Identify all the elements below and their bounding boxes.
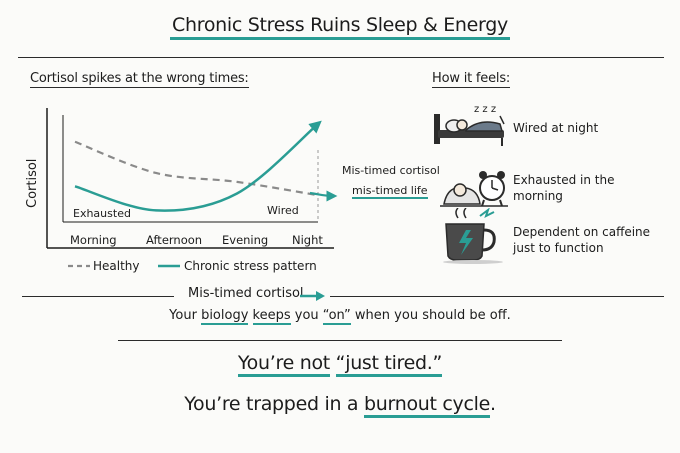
mid-divider-left — [22, 296, 174, 297]
alarm-clock-sleeper-icon — [440, 171, 508, 207]
callout-arrow — [309, 190, 338, 202]
svg-text:z z z: z z z — [474, 104, 496, 115]
feels-item-caffeine-dependence: Dependent on caffeine just to function — [513, 225, 651, 255]
x-tick-label: Morning — [70, 233, 117, 247]
coffee-mug-icon — [443, 208, 503, 264]
y-axis-label: Cortisol — [25, 158, 40, 208]
legend-healthy-label: Healthy — [93, 259, 140, 273]
stress-series-line — [74, 120, 322, 212]
exhausted-annotation: Exhausted — [73, 207, 131, 220]
mid-banner-line-1: Mis-timed cortisol — [188, 286, 304, 301]
healthy-series-line — [74, 140, 319, 197]
title-divider — [18, 57, 664, 58]
footer-line-1: You’re not “just tired.” — [0, 352, 680, 377]
x-tick-label: Night — [292, 233, 323, 247]
mid-banner-line-2: Your biology keeps you “on” when you sho… — [169, 308, 511, 325]
page-title: Chronic Stress Ruins Sleep & Energy — [0, 14, 680, 40]
wired-annotation: Wired — [267, 204, 299, 217]
legend-stress-label: Chronic stress pattern — [184, 259, 317, 273]
x-tick-label: Afternoon — [146, 233, 203, 247]
feels-item-wired-at-night: Wired at night — [513, 121, 599, 135]
bottom-divider — [118, 340, 562, 341]
feels-section-label: How it feels: — [432, 71, 511, 88]
chart-section-label: Cortisol spikes at the wrong times: — [30, 71, 249, 88]
mid-divider-right — [330, 296, 664, 297]
callout-line-1: Mis-timed cortisol — [342, 164, 440, 177]
mid-banner-arrow — [300, 291, 325, 301]
sleeping-in-bed-icon: z z z — [434, 104, 505, 146]
footer-line-2: You’re trapped in a burnout cycle. — [0, 393, 680, 418]
callout-line-2: mis-timed life — [352, 184, 428, 199]
x-tick-label: Evening — [222, 233, 269, 247]
feels-item-exhausted-morning: Exhausted in the morning — [513, 173, 615, 203]
